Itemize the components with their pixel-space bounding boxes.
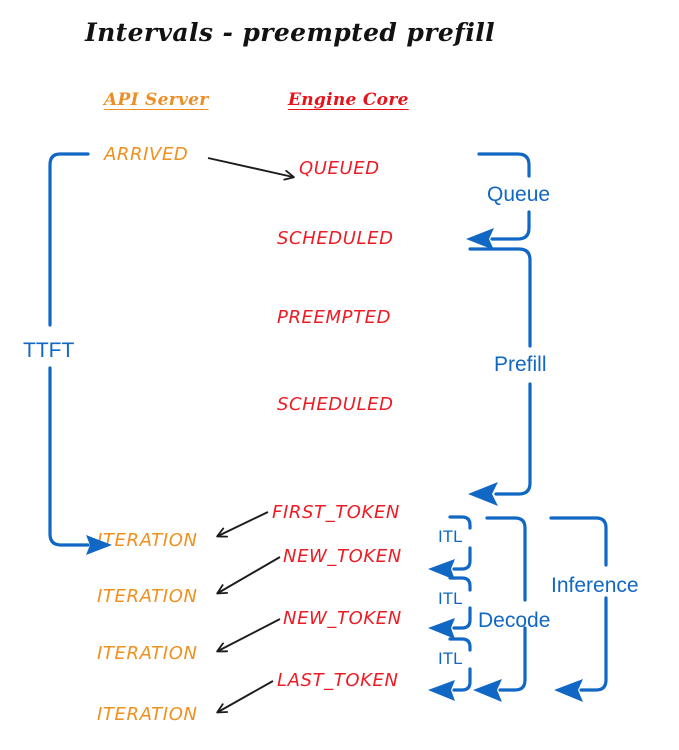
engine-event-new-token-1: NEW_TOKEN [283, 546, 402, 567]
api-event-arrived: ARRIVED [104, 144, 189, 165]
engine-event-scheduled-1: SCHEDULED [277, 228, 394, 249]
engine-event-queued: QUEUED [299, 158, 380, 179]
api-event-iteration-3: ITERATION [97, 643, 198, 664]
arrow-arrived-to-queued [207, 157, 295, 181]
itl-arrowhead-1 [428, 559, 455, 580]
inference-arrowhead [554, 679, 583, 702]
interval-label-queue: Queue [487, 183, 551, 206]
arrow-first-token-to-iteration [216, 511, 269, 538]
api-event-iteration-1: ITERATION [97, 530, 198, 551]
column-header-engine-core: Engine Core [288, 90, 409, 110]
queue-arrowhead [466, 228, 494, 250]
interval-label-itl-2: ITL [438, 589, 463, 608]
interval-label-ttft: TTFT [23, 339, 75, 362]
engine-event-preempted: PREEMPTED [277, 307, 392, 328]
interval-label-inference: Inference [551, 574, 639, 597]
interval-label-decode: Decode [478, 609, 551, 632]
page-title: Intervals - preempted prefill [85, 18, 496, 47]
inference-bracket [549, 516, 608, 692]
decode-bracket [485, 516, 527, 692]
interval-label-prefill: Prefill [494, 353, 547, 376]
engine-event-scheduled-2: SCHEDULED [277, 394, 394, 415]
itl-arrowhead-3 [428, 680, 455, 701]
engine-event-last-token: LAST_TOKEN [277, 670, 399, 691]
itl-arrowhead-2 [428, 618, 455, 639]
engine-event-new-token-2: NEW_TOKEN [283, 608, 402, 629]
prefill-arrowhead [468, 482, 498, 506]
arrow-last-token-to-iteration-3 [216, 680, 274, 714]
api-event-iteration-4: ITERATION [97, 704, 198, 725]
interval-label-itl-3: ITL [438, 649, 463, 668]
arrow-new-token-to-iteration-1 [216, 556, 281, 595]
interval-label-itl-1: ITL [438, 527, 463, 546]
column-header-api-server: API Server [104, 90, 209, 110]
arrow-new-token-to-iteration-2 [216, 618, 281, 653]
engine-event-first-token: FIRST_TOKEN [272, 502, 400, 523]
api-event-iteration-2: ITERATION [97, 586, 198, 607]
decode-arrowhead [473, 679, 502, 702]
